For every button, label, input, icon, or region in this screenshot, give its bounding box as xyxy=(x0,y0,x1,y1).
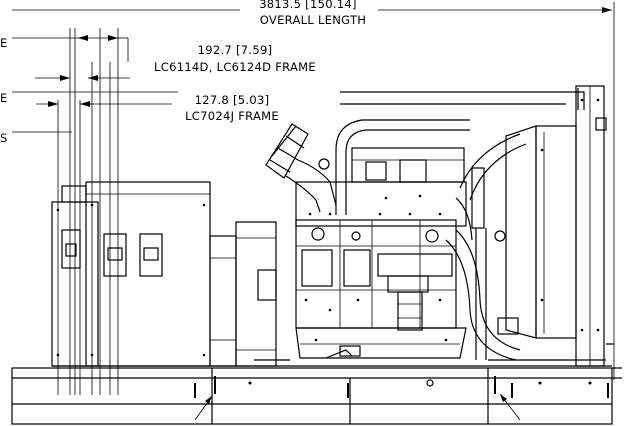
overall-length-dimension: 3813.5 [150.14] OVERALL LENGTH xyxy=(12,0,615,380)
overall-length-label: OVERALL LENGTH xyxy=(260,13,367,27)
left-cut-label-e1: E xyxy=(0,36,8,50)
frame-a-label: LC6114D, LC6124D FRAME xyxy=(154,60,316,74)
base-frame xyxy=(11,367,622,425)
radiator-assembly xyxy=(340,85,614,367)
extension-lines xyxy=(57,28,119,395)
frame-dimension-lc6114d-short xyxy=(35,75,130,81)
left-cut-label-s: S xyxy=(0,131,8,145)
frame-dimension-lc7024j: 127.8 [5.03] LC7024J FRAME xyxy=(12,91,279,133)
overall-length-value: 3813.5 [150.14] xyxy=(259,0,357,11)
alternator-housing xyxy=(51,181,277,367)
air-filter xyxy=(265,123,337,213)
left-cut-label-e2: E xyxy=(0,91,8,105)
frame-b-value: 127.8 [5.03] xyxy=(195,93,270,107)
engine-assembly xyxy=(254,119,527,361)
frame-a-value: 192.7 [7.59] xyxy=(198,43,273,57)
frame-dimension-lc6114d: 192.7 [7.59] LC6114D, LC6124D FRAME xyxy=(12,35,316,74)
frame-b-label: LC7024J FRAME xyxy=(185,109,279,123)
